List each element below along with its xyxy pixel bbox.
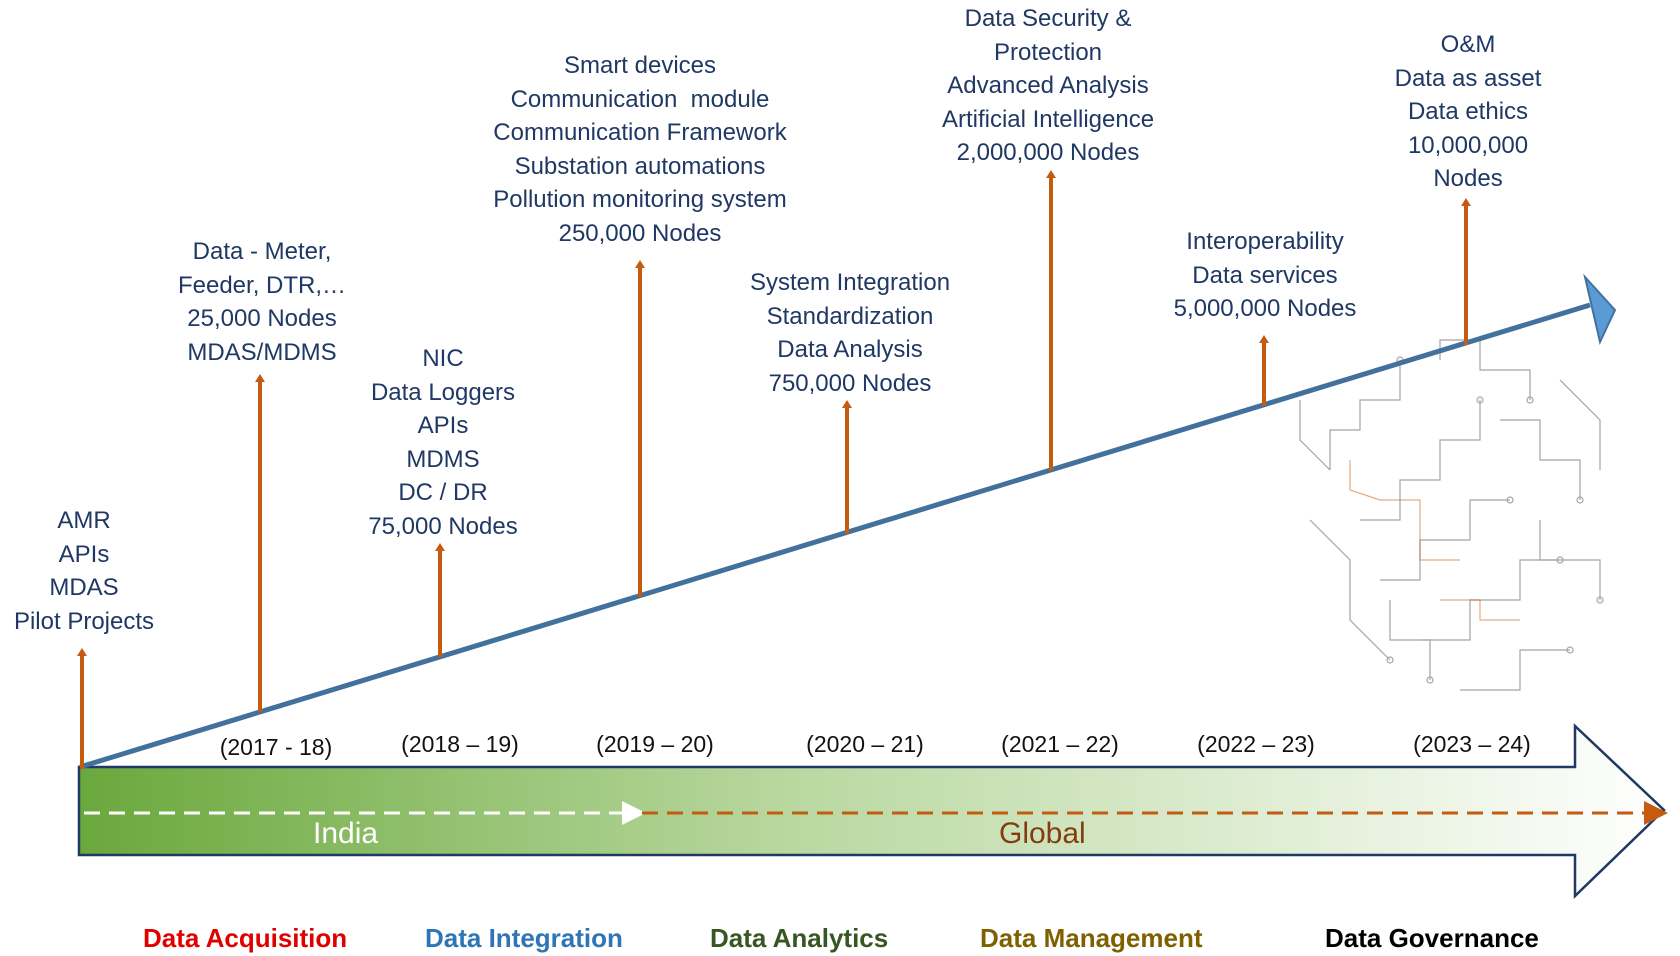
- milestone-line: Data - Meter,: [192, 238, 332, 265]
- milestone-line: O&M: [1440, 31, 1496, 58]
- period-label: (2023 – 24): [1413, 731, 1531, 757]
- milestone-line: MDMS: [406, 445, 480, 473]
- milestone-stem: [842, 400, 852, 534]
- legend-item: Data Analytics: [710, 923, 889, 953]
- global-label: Global: [999, 817, 1086, 850]
- milestone-line: 75,000 Nodes: [368, 512, 518, 540]
- milestone-line: 750,000 Nodes: [768, 369, 932, 397]
- milestone-line: Feeder, DTR,…: [177, 271, 347, 299]
- milestone-line: Communication Framework: [493, 119, 787, 146]
- milestone-stem: [635, 260, 645, 597]
- milestone-line: Data ethics: [1407, 98, 1529, 125]
- milestone-line: Standardization: [766, 302, 934, 330]
- milestone-stem: [77, 648, 87, 769]
- milestone-line: DC / DR: [398, 479, 488, 506]
- milestone-stem: [255, 374, 265, 712]
- milestone-line: Smart devices: [563, 52, 717, 79]
- stem-arrowhead: [1461, 198, 1471, 206]
- milestone-stem: [1046, 170, 1056, 471]
- stem-arrowhead: [842, 400, 852, 408]
- milestone-line: Artificial Intelligence: [941, 105, 1155, 133]
- milestone-line: AMR: [57, 507, 111, 534]
- legend-item: Data Management: [980, 923, 1203, 953]
- timeline-band-arrow: [77, 723, 1666, 899]
- milestone-line: MDAS/MDMS: [187, 338, 337, 366]
- milestone-line: MDAS: [49, 574, 119, 601]
- stem-arrowhead: [435, 543, 445, 551]
- legend-item: Data Integration: [425, 923, 623, 953]
- milestone-line: APIs: [58, 540, 110, 568]
- milestone-line: Nodes: [1433, 165, 1503, 192]
- milestone-stems: [77, 170, 1471, 769]
- stem-arrowhead: [1046, 170, 1056, 178]
- milestone-line: 25,000 Nodes: [187, 305, 337, 332]
- milestone-line: Data Analysis: [777, 336, 923, 363]
- milestone-line: Substation automations: [514, 152, 766, 180]
- milestone-line: Pollution monitoring system: [493, 186, 787, 213]
- milestone-line: Protection: [993, 38, 1103, 66]
- milestone-line: 250,000 Nodes: [558, 219, 722, 247]
- circuit-globe-decoration: [1299, 339, 1604, 691]
- milestone-line: Data services: [1192, 261, 1338, 289]
- growth-trend-line: [79, 302, 1591, 770]
- period-label: (2022 – 23): [1197, 731, 1315, 757]
- period-label: (2020 – 21): [806, 731, 924, 757]
- period-label: (2021 – 22): [1001, 731, 1119, 757]
- milestone-line: 5,000,000 Nodes: [1173, 295, 1357, 322]
- india-label: India: [313, 817, 379, 850]
- milestone-line: System Integration: [749, 269, 951, 296]
- legend-item: Data Acquisition: [143, 923, 348, 953]
- stem-arrowhead: [77, 648, 87, 656]
- period-label: (2019 – 20): [596, 731, 714, 757]
- milestone-line: Data Security &: [964, 5, 1132, 32]
- milestone-stem: [1461, 198, 1471, 345]
- period-label: (2017 - 18): [219, 734, 333, 760]
- legend-item: Data Governance: [1325, 923, 1539, 953]
- milestone-stem: [1259, 335, 1269, 406]
- milestone-stem: [435, 543, 445, 657]
- stem-arrowhead: [1259, 335, 1269, 343]
- milestone-line: APIs: [417, 412, 469, 439]
- milestone-line: 2,000,000 Nodes: [956, 139, 1140, 166]
- circuit-globe-accent: [1349, 460, 1520, 621]
- milestone-line: 10,000,000: [1407, 131, 1529, 159]
- stem-arrowhead: [635, 260, 645, 268]
- milestone-line: Advanced Analysis: [947, 72, 1149, 99]
- milestone-line: Data as asset: [1394, 64, 1542, 92]
- milestone-line: Interoperability: [1186, 228, 1344, 255]
- stem-arrowhead: [255, 374, 265, 382]
- milestone-line: Pilot Projects: [13, 607, 155, 635]
- milestone-line: Data Loggers: [370, 378, 516, 406]
- milestone-line: NIC: [422, 345, 464, 372]
- milestone-line: Communication module: [510, 85, 770, 113]
- period-label: (2018 – 19): [401, 731, 519, 757]
- growth-trend-arrowhead: [1583, 273, 1617, 346]
